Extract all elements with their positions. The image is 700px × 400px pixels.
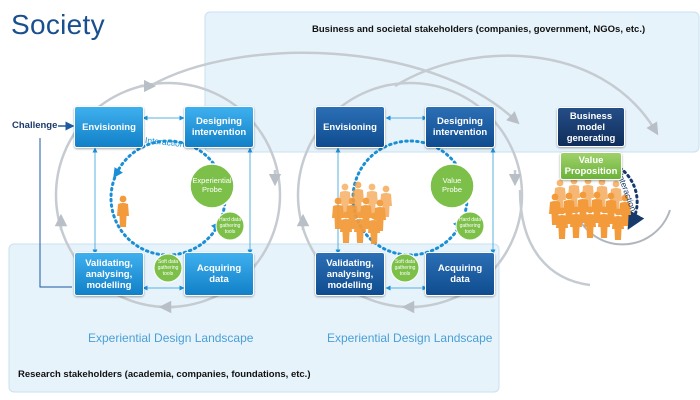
envisioning-box-1: Envisioning xyxy=(74,106,144,148)
hard-tools-label-2: Hard data gathering tools xyxy=(459,217,481,235)
experiential-probe-label: Experiential Probe xyxy=(192,176,232,194)
business-model-box: Business model generating xyxy=(557,107,625,147)
business-cycle-arc xyxy=(574,209,671,246)
hard-tools-circle-2 xyxy=(455,211,485,241)
challenge-label: Challenge xyxy=(12,120,58,131)
people-group-single xyxy=(117,195,129,227)
designing-intervention-box-2: Designing intervention xyxy=(425,106,495,148)
soft-tools-circle-2 xyxy=(390,253,420,283)
validating-box-1: Validating, analysing, modelling xyxy=(74,252,144,296)
society-title: Society xyxy=(11,9,105,40)
soft-tools-label-1: Soft data gathering tools xyxy=(157,259,179,277)
connector-arc-right xyxy=(518,189,591,287)
validating-box-2: Validating, analysing, modelling xyxy=(315,252,385,296)
connector-arc-top-2 xyxy=(394,54,659,136)
business-stakeholders-label: Business and societal stakeholders (comp… xyxy=(312,24,646,35)
hard-tools-circle-1 xyxy=(215,211,245,241)
connector-arc-top-1 xyxy=(149,51,520,125)
soft-tools-circle-1 xyxy=(153,253,183,283)
challenge-line xyxy=(39,138,72,288)
value-probe-label: Value Probe xyxy=(441,176,462,194)
acquiring-data-box-1: Acquiring data xyxy=(184,252,254,296)
landscape-label-1: Experiential Design Landscape xyxy=(88,331,254,345)
people-group-large xyxy=(549,177,631,240)
interaction-ring-3 xyxy=(618,166,645,230)
interaction-arrow-1a xyxy=(113,167,123,179)
acquiring-data-box-2: Acquiring data xyxy=(425,252,495,296)
envisioning-box-2: Envisioning xyxy=(315,106,385,148)
value-proposition-box: Value Proposition xyxy=(560,152,622,180)
value-probe-circle xyxy=(429,163,475,209)
experiential-probe-circle xyxy=(189,163,235,209)
designing-intervention-box-1: Designing intervention xyxy=(184,106,254,148)
soft-tools-label-2: Soft data gathering tools xyxy=(394,259,416,277)
research-stakeholders-label: Research stakeholders (academia, compani… xyxy=(18,369,311,380)
hard-tools-label-1: Hard data gathering tools xyxy=(219,217,241,235)
people-group-medium xyxy=(332,181,392,244)
landscape-label-2: Experiential Design Landscape xyxy=(327,331,493,345)
